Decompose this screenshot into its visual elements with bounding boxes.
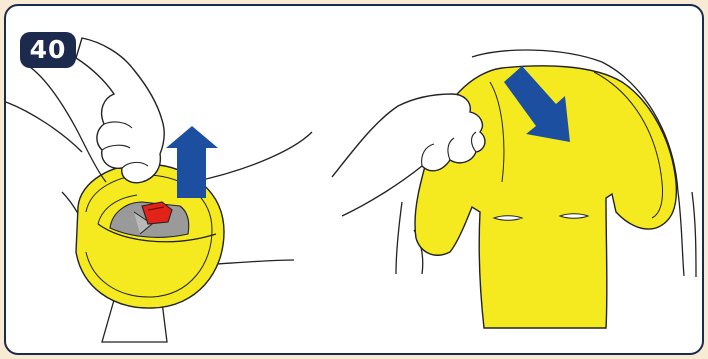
left-hand-icon — [76, 38, 164, 183]
belt-slot-left — [494, 216, 522, 221]
right-illustration — [332, 50, 696, 328]
belt-slot-right — [560, 214, 588, 219]
instruction-panel: 40 — [4, 4, 704, 355]
instruction-illustration — [6, 6, 704, 355]
left-illustration — [6, 38, 312, 342]
step-number-badge: 40 — [20, 32, 76, 68]
